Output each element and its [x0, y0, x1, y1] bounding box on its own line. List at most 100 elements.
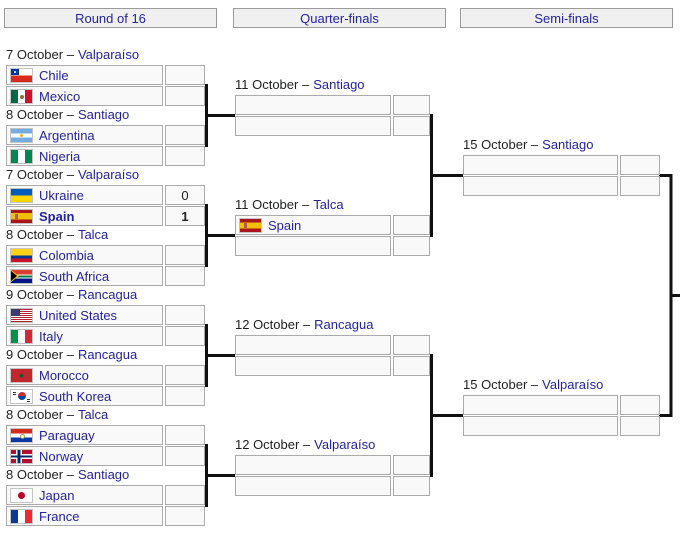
qf-match-2: 11 October –Talca Spain	[235, 195, 430, 256]
match-date: 7 October –Valparaíso	[6, 165, 205, 185]
sf-match-1: 15 October –Santiago	[463, 135, 660, 196]
score-cell	[165, 65, 205, 85]
venue-link[interactable]: Santiago	[77, 467, 130, 482]
score-cell	[165, 305, 205, 325]
match-date: 9 October –Rancagua	[6, 345, 205, 365]
team-cell[interactable]: Nigeria	[6, 146, 163, 166]
score-cell	[165, 86, 205, 106]
team-name-link[interactable]: Norway	[39, 448, 84, 464]
team-cell[interactable]: Italy	[6, 326, 163, 346]
match-date: 15 October –Valparaíso	[463, 375, 660, 395]
venue-link[interactable]: Santiago	[77, 107, 130, 122]
score-cell	[165, 365, 205, 385]
team-name-link[interactable]: South Korea	[39, 388, 112, 404]
match-date: 8 October –Talca	[6, 225, 205, 245]
team-name-link[interactable]: Italy	[39, 328, 63, 344]
morocco-flag-icon	[10, 367, 33, 383]
venue-link[interactable]: Rancagua	[77, 347, 138, 362]
team-name-link[interactable]: Mexico	[39, 88, 81, 104]
team-name-link[interactable]: Colombia	[39, 247, 94, 263]
team-name-link[interactable]: Spain	[268, 217, 302, 233]
team-cell[interactable]: Chile	[6, 65, 163, 85]
spain-flag-icon	[10, 208, 33, 224]
round-of-16-header: Round of 16	[4, 8, 217, 28]
venue-link[interactable]: Valparaíso	[542, 377, 604, 392]
venue-link[interactable]: Valparaíso	[77, 47, 140, 62]
score-cell	[165, 386, 205, 406]
team-cell[interactable]: Ukraine	[6, 185, 163, 205]
team-cell[interactable]: South Korea	[6, 386, 163, 406]
team-cell[interactable]: United States	[6, 305, 163, 325]
team-name-link[interactable]: France	[39, 508, 80, 524]
team-name-link[interactable]: Spain	[39, 208, 75, 224]
venue-link[interactable]: Rancagua	[77, 287, 138, 302]
team-cell	[463, 176, 618, 196]
team-name-link[interactable]: Ukraine	[39, 187, 84, 203]
match-date-text: 15 October –	[463, 377, 539, 392]
venue-link[interactable]: Talca	[77, 227, 109, 242]
score-cell	[165, 506, 205, 526]
spain-flag-icon	[239, 217, 262, 233]
team-cell	[235, 455, 391, 475]
team-cell	[235, 476, 391, 496]
score-cell	[165, 446, 205, 466]
score-cell	[620, 416, 660, 436]
score-cell	[393, 215, 430, 235]
team-cell[interactable]: Japan	[6, 485, 163, 505]
south-korea-flag-icon	[10, 388, 33, 404]
match-date: 9 October –Rancagua	[6, 285, 205, 305]
japan-flag-icon	[10, 487, 33, 503]
team-name-link[interactable]: Nigeria	[39, 148, 81, 164]
venue-link[interactable]: Talca	[313, 197, 344, 212]
team-name-link[interactable]: Japan	[39, 487, 75, 503]
mexico-flag-icon	[10, 88, 33, 104]
venue-link[interactable]: Valparaíso	[77, 167, 140, 182]
score-cell	[393, 356, 430, 376]
venue-link[interactable]: Talca	[77, 407, 109, 422]
match-date-text: 8 October –	[6, 107, 74, 122]
match-date-text: 8 October –	[6, 407, 74, 422]
team-cell[interactable]: Morocco	[6, 365, 163, 385]
match-date: 11 October –Santiago	[235, 75, 430, 95]
team-cell[interactable]: Spain	[235, 215, 391, 235]
team-cell[interactable]: Norway	[6, 446, 163, 466]
score-cell	[393, 95, 430, 115]
team-name-link[interactable]: Argentina	[39, 127, 95, 143]
score-cell	[165, 146, 205, 166]
venue-link[interactable]: Santiago	[542, 137, 594, 152]
venue-link[interactable]: Santiago	[313, 77, 365, 92]
venue-link[interactable]: Valparaíso	[314, 437, 376, 452]
r16-match-7: 8 October –Talca Paraguay Norway	[6, 405, 205, 466]
team-cell[interactable]: Spain	[6, 206, 163, 226]
score-cell	[393, 116, 430, 136]
venue-link[interactable]: Rancagua	[314, 317, 374, 332]
r16-match-1: 7 October –Valparaíso Chile Mexico	[6, 45, 205, 106]
team-name-link[interactable]: Paraguay	[39, 427, 95, 443]
team-name-link[interactable]: Chile	[39, 67, 69, 83]
team-name-link[interactable]: United States	[39, 307, 118, 323]
team-cell[interactable]: Mexico	[6, 86, 163, 106]
paraguay-flag-icon	[10, 427, 33, 443]
team-cell[interactable]: France	[6, 506, 163, 526]
qf-match-4: 12 October –Valparaíso	[235, 435, 430, 496]
team-cell[interactable]: Colombia	[6, 245, 163, 265]
team-cell[interactable]: South Africa	[6, 266, 163, 286]
team-cell	[463, 155, 618, 175]
match-date-text: 15 October –	[463, 137, 539, 152]
match-date: 12 October –Rancagua	[235, 315, 430, 335]
score-cell	[393, 455, 430, 475]
match-date-text: 9 October –	[6, 287, 74, 302]
r16-match-3: 7 October –Valparaíso Ukraine 0 Spain 1	[6, 165, 205, 226]
match-date-text: 11 October –	[235, 197, 310, 212]
score-cell	[165, 425, 205, 445]
team-name-link[interactable]: South Africa	[39, 268, 110, 284]
qf-match-3: 12 October –Rancagua	[235, 315, 430, 376]
score-cell	[393, 335, 430, 355]
team-cell[interactable]: Argentina	[6, 125, 163, 145]
match-date: 8 October –Talca	[6, 405, 205, 425]
match-date: 12 October –Valparaíso	[235, 435, 430, 455]
r16-match-8: 8 October –Santiago Japan France	[6, 465, 205, 526]
team-name-link[interactable]: Morocco	[39, 367, 89, 383]
match-date: 11 October –Talca	[235, 195, 430, 215]
team-cell[interactable]: Paraguay	[6, 425, 163, 445]
